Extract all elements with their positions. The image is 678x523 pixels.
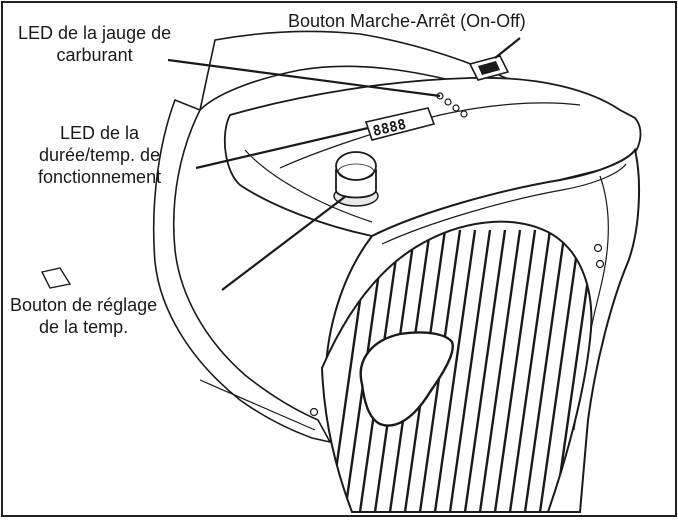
foot-icon (40, 267, 72, 289)
knob-top[interactable] (335, 151, 377, 181)
label-temp-knob: Bouton de réglage de la temp. (10, 294, 157, 338)
label-line: LED de la (60, 123, 140, 143)
label-runtime-temp-led: LED de la durée/temp. de fonctionnement (38, 122, 161, 188)
housing-edge (199, 379, 316, 431)
screw-icon (309, 407, 319, 417)
leader-on-off (494, 37, 521, 59)
label-line: carburant (56, 45, 133, 65)
knob-ring (337, 163, 375, 181)
housing-side (152, 98, 332, 444)
label-line: Bouton Marche-Arrêt (On-Off) (288, 11, 526, 31)
label-fuel-gauge-led: LED de la jauge de carburant (18, 22, 171, 66)
label-line: durée/temp. de (39, 145, 161, 165)
power-switch-rocker[interactable] (478, 61, 500, 75)
panel-crease (279, 102, 581, 169)
label-line: Bouton de réglage (10, 295, 158, 315)
label-line: de la temp. (39, 317, 129, 337)
label-on-off-button: Bouton Marche-Arrêt (On-Off) (288, 10, 526, 32)
handle-opening (359, 331, 454, 427)
shroud-rim (381, 163, 627, 245)
led-display-icon (364, 107, 436, 141)
screw-icon (593, 243, 603, 253)
leader-fuel-gauge (167, 58, 441, 98)
led-digits: 8888 (371, 117, 407, 140)
label-line: LED de la jauge de (18, 23, 172, 43)
panel-edge (244, 149, 373, 223)
label-line: fonctionnement (38, 167, 162, 187)
leader-knob (221, 195, 347, 291)
leader-led-display (195, 126, 369, 170)
screw-icon (595, 259, 605, 269)
